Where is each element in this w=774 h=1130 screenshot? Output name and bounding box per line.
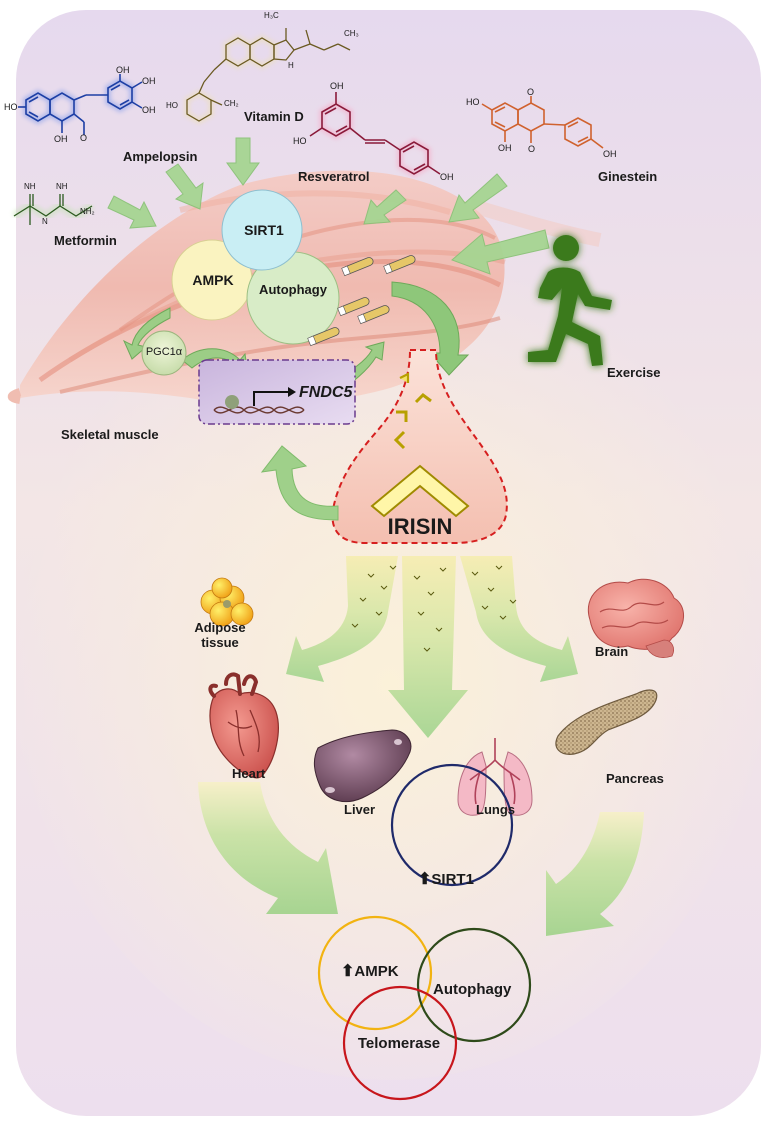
atom-oh-amp1: OH [116,65,130,75]
label-irisin: IRISIN [387,514,453,539]
vitamin-d-structure [184,28,351,125]
atom-ch3-vitd: CH₃ [344,29,359,38]
label-ampelopsin: Ampelopsin [123,149,198,164]
big-arrow-left [198,782,338,914]
arrow-exercise [451,229,550,275]
atom-o-amp: O [80,133,88,143]
atom-nh2-met: NH₂ [80,207,95,216]
arrow-metformin [107,195,157,229]
resveratrol-structure [309,92,441,178]
atom-oh-amp4: OH [54,134,68,144]
ring-sirt1 [390,763,514,887]
label-sirt1: SIRT1 [244,222,284,238]
stream-center [388,556,468,738]
arrow-ampelopsin [165,163,204,210]
inducer-arrows [107,137,550,275]
label-skeletal-muscle: Skeletal muscle [61,427,159,442]
outcome-autophagy: Autophagy [433,981,512,998]
feedback-arrow [260,445,339,521]
irisin-large-chevron [370,464,470,518]
up-arrow-icon: ⬆ [341,963,355,980]
liver-icon [313,729,412,802]
atom-ho-vitd: HO [166,101,178,110]
ampelopsin-structure [18,74,143,135]
transcription-start-arrow [253,391,288,406]
arrow-to-irisin [391,281,470,376]
stream-right [460,556,578,682]
heart-icon [208,672,279,779]
label-metformin: Metformin [54,233,117,248]
outcome-telomerase: Telomerase [357,1035,441,1052]
atom-ho-amp: HO [4,102,18,112]
rna-polymerase [225,395,239,409]
ring-ampk [317,915,433,1031]
outcome-sirt1: ⬆SIRT1 [418,872,474,888]
ring-autophagy [416,927,532,1043]
irisin-streams [286,556,578,738]
atom-oh-amp2: OH [142,76,156,86]
label-resveratrol: Resveratrol [298,169,370,184]
arrow-resveratrol [363,189,407,225]
transcription-arrowhead [288,387,296,397]
irisin-chevrons [370,372,470,518]
outcome-ampk: ⬆AMPK [341,964,399,980]
stream-particles [351,565,517,652]
label-exercise: Exercise [607,365,661,380]
label-fndc5: FNDC5 [299,384,353,401]
outcome-sirt1-label: SIRT1 [431,871,474,888]
lungs-icon [457,738,533,816]
arrow-vitamin-d [226,137,260,186]
outcome-ampk-label: AMPK [354,963,399,980]
pgc1a-circle [141,330,187,376]
label-ginestein: Ginestein [598,169,658,184]
label-lungs: Lungs [476,802,515,817]
irisin-capsules [307,255,416,347]
brain-icon [587,578,684,658]
atom-oh-amp3: OH [142,105,156,115]
label-pancreas: Pancreas [606,771,664,786]
atom-nh-met2: NH [56,182,68,191]
ginestein-structure [481,96,604,149]
atom-oh-gin1: OH [498,143,512,153]
irisin-box [331,349,508,544]
runner-icon [528,235,612,366]
label-ampk: AMPK [192,272,234,288]
atom-h3c-vitd: H₃C [264,11,279,20]
atom-ho-res: HO [293,136,307,146]
atom-n-met: N [42,217,48,226]
label-autophagy: Autophagy [259,282,327,297]
label-brain: Brain [595,644,629,659]
adipose-icon [200,577,254,627]
sirt1-circle [221,189,303,271]
atom-o-gin2: O [528,144,536,154]
atom-nh-met1: NH [24,182,36,191]
atom-oh-res1: OH [330,81,344,91]
arrow-ginestein [448,173,508,223]
label-adipose-line1: Adipose [194,620,246,635]
label-vitamin-d: Vitamin D [244,109,304,124]
atom-oh-res2: OH [440,172,454,182]
atom-oh-gin2: OH [603,149,617,159]
up-arrow-icon: ⬆ [418,871,432,888]
label-heart: Heart [232,766,266,781]
atom-ho-gin: HO [466,97,480,107]
dna-strand [213,406,305,414]
atom-h-vitd: H [288,61,294,70]
metformin-structure [11,194,95,225]
atom-o-gin1: O [527,87,535,97]
pancreas-icon [555,689,658,755]
label-adipose-line2: tissue [201,635,239,650]
ring-telomerase [342,985,458,1101]
big-arrow-right [546,812,644,936]
label-pgc1a: PGC1α [145,346,183,358]
atom-ch2-vitd: CH₂ [224,99,239,108]
stream-left [286,556,398,682]
label-liver: Liver [344,802,376,817]
